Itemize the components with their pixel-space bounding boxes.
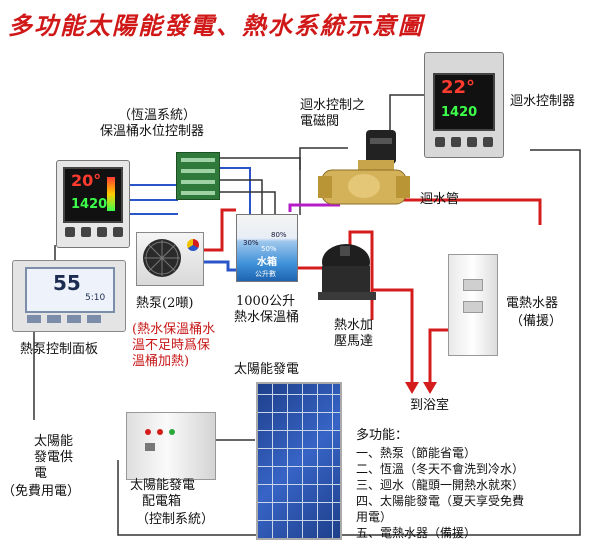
label-tank-2: 熱水保溫桶 xyxy=(234,310,300,325)
panel-button-2 xyxy=(47,315,61,323)
note-line-3: 溫桶加熱) xyxy=(132,354,190,369)
label-solar-supply-4: （免費用電） xyxy=(2,484,81,499)
label-to-bathroom: 到浴室 xyxy=(410,398,450,413)
right-ctrl-bottom-readout: 1420 xyxy=(441,105,478,120)
water-level-controller: 20° 1420 xyxy=(56,160,130,248)
pipe-return-red xyxy=(400,198,542,225)
solenoid-valve xyxy=(318,130,410,205)
note-line-1: (熱水保溫桶水 xyxy=(132,322,216,337)
arrow-heater-bath xyxy=(423,382,437,394)
label-pump-2: 壓馬達 xyxy=(334,334,374,349)
hot-water-tank: 80% 50% 30% 水箱 公升數 xyxy=(236,214,298,282)
label-heat-pump-panel: 熱泵控制面板 xyxy=(20,342,99,357)
features-heading: 多功能： xyxy=(356,428,409,443)
feature-item-1: 一、熱泵（節能省電） xyxy=(356,446,477,460)
label-return-pipe: 迴水管 xyxy=(420,192,460,207)
label-cabinet-2: 配電箱 xyxy=(142,494,182,509)
return-ctrl-button-2 xyxy=(451,137,461,147)
tank-label: 水箱 xyxy=(257,257,277,268)
label-constant-temp-1: （恆溫系統） xyxy=(118,108,197,123)
panel-button-4 xyxy=(87,315,101,323)
feature-item-2: 二、恆溫（冬天不會洗到冷水） xyxy=(356,462,525,476)
left-ctrl-bottom-readout: 1420 xyxy=(71,197,108,212)
tank-level-30: 30% xyxy=(243,239,259,247)
label-heat-pump: 熱泵(2噸) xyxy=(136,296,194,311)
label-cabinet-3: （控制系統） xyxy=(136,512,215,527)
controller-screen: 20° 1420 xyxy=(63,167,123,223)
return-controller-screen: 22° 1420 xyxy=(433,73,495,131)
label-return-valve-2: 電磁閥 xyxy=(300,114,340,129)
brand-logo-icon xyxy=(187,239,199,251)
return-ctrl-button-4 xyxy=(483,137,493,147)
label-return-valve-1: 迴水控制之 xyxy=(300,98,366,113)
tank-level-50: 50% xyxy=(261,245,277,253)
panel-time-readout: 5:10 xyxy=(85,293,106,303)
return-controller: 22° 1420 xyxy=(424,52,504,158)
label-heater-1: 電熱水器 xyxy=(506,296,559,311)
feature-item-3: 三、迴水（龍頭一開熱水就來） xyxy=(356,478,525,492)
tank-sub-label: 公升數 xyxy=(255,270,276,278)
controller-button-2 xyxy=(81,227,91,237)
left-ctrl-top-readout: 20° xyxy=(71,171,102,190)
fan-icon xyxy=(143,239,181,277)
return-ctrl-button-3 xyxy=(467,137,477,147)
label-solar-generation: 太陽能發電 xyxy=(234,362,300,377)
controller-button-4 xyxy=(113,227,123,237)
level-sensor-board xyxy=(176,152,220,200)
wire-sensor-tank-4 xyxy=(218,157,301,215)
feature-item-5: 五、電熱水器（備援） xyxy=(356,526,477,540)
panel-value-readout: 55 xyxy=(53,271,81,295)
pipe-to-bath xyxy=(372,288,414,384)
wire-right-loop xyxy=(117,149,581,536)
label-tank-1: 1000公升 xyxy=(236,294,296,309)
wire-sensor-tank xyxy=(218,167,251,215)
label-heater-2: （備援） xyxy=(510,314,563,329)
electric-water-heater xyxy=(448,254,498,356)
label-cabinet-1: 太陽能發電 xyxy=(130,478,196,493)
heat-pump-control-panel: 55 5:10 xyxy=(12,260,126,332)
label-pump-1: 熱水加 xyxy=(334,318,374,333)
feature-item-4b: 用電） xyxy=(356,510,393,524)
label-solar-supply-3: 電 xyxy=(34,466,48,481)
panel-button-3 xyxy=(67,315,81,323)
distribution-cabinet xyxy=(126,412,216,480)
panel-screen: 55 5:10 xyxy=(25,267,115,313)
return-ctrl-button-1 xyxy=(435,137,445,147)
right-ctrl-top-readout: 22° xyxy=(441,77,476,98)
pipe-return-purple xyxy=(288,203,340,212)
wire-sensor-tank-3 xyxy=(218,191,276,215)
pipe-heatpump-red xyxy=(200,208,236,252)
wire-return-ctrl xyxy=(299,147,348,170)
label-constant-temp-2: 保溫桶水位控制器 xyxy=(100,124,205,139)
controller-button-1 xyxy=(65,227,75,237)
wire-sensor-tank-2 xyxy=(218,179,263,215)
note-line-2: 溫不足時爲保 xyxy=(132,338,211,353)
pipe-heater-bath xyxy=(428,328,448,384)
tank-level-80: 80% xyxy=(271,231,287,239)
pressure-pump xyxy=(318,244,376,300)
solar-panel xyxy=(256,382,342,540)
label-solar-supply-2: 發電供 xyxy=(34,450,74,465)
feature-item-4: 四、太陽能發電（夏天享受免費 xyxy=(356,494,525,508)
label-solar-supply-1: 太陽能 xyxy=(34,434,74,449)
arrow-to-bath xyxy=(405,382,419,394)
controller-button-3 xyxy=(97,227,107,237)
pipe-pump-up xyxy=(348,230,374,320)
heat-pump-unit xyxy=(136,232,204,286)
label-return-controller: 迴水控制器 xyxy=(510,94,576,109)
panel-button-1 xyxy=(27,315,41,323)
diagram-title: 多功能太陽能發電、熱水系統示意圖 xyxy=(8,11,424,40)
level-bar xyxy=(107,177,115,211)
pipe-heatpump-blue xyxy=(200,260,236,272)
